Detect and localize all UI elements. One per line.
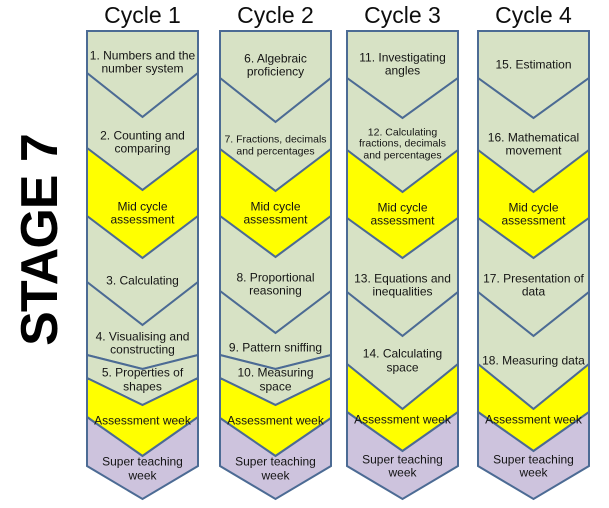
cycle-title: Cycle 1: [104, 2, 181, 28]
cycle-column-shape: [219, 30, 332, 501]
cycle-title: Cycle 2: [237, 2, 314, 28]
cycle-title: Cycle 4: [495, 2, 572, 28]
cycle-column-shape: [477, 30, 590, 501]
chevron-segment-super_teaching: [346, 410, 459, 501]
stage-label: STAGE 7: [11, 134, 69, 346]
cycle-column-shape: [86, 30, 199, 501]
cycle-column-shape: [346, 30, 459, 501]
chevron-segment-super_teaching: [219, 416, 332, 501]
chevron-segment-super_teaching: [86, 415, 199, 501]
cycle-title: Cycle 3: [364, 2, 441, 28]
chevron-segment-super_teaching: [477, 410, 590, 501]
